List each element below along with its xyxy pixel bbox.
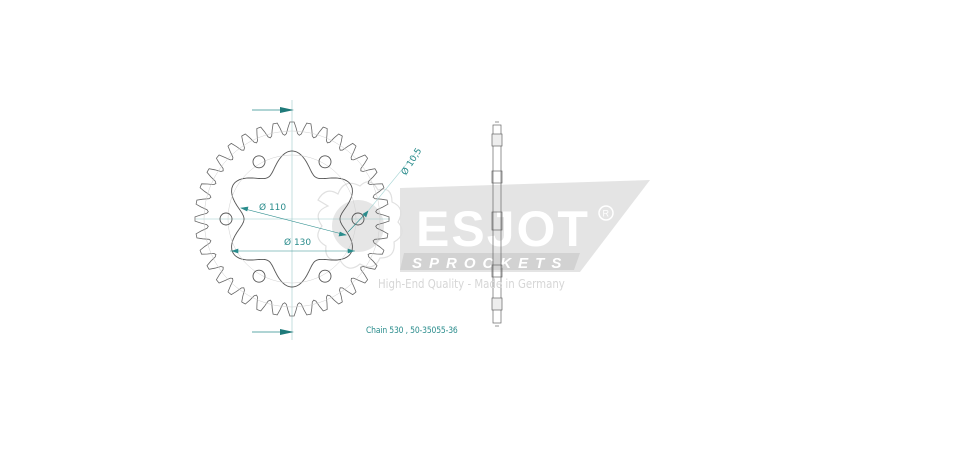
watermark-tagline: High-End Quality - Made in Germany xyxy=(378,277,565,291)
part-caption: Chain 530 , 50-35055-36 xyxy=(366,326,458,336)
svg-text:SPROCKETS: SPROCKETS xyxy=(412,255,568,272)
bolt-hole xyxy=(318,155,332,169)
bolt-hole xyxy=(351,212,365,226)
dimension-lines xyxy=(230,149,419,254)
section-arrows xyxy=(252,107,294,335)
bolt-hole xyxy=(318,269,332,283)
bolt-hole xyxy=(252,269,266,283)
centerlines xyxy=(196,100,390,340)
side-profile-view xyxy=(491,121,503,327)
center-bore xyxy=(227,150,357,288)
svg-text:ESJOT: ESJOT xyxy=(416,201,590,257)
bolt-hole xyxy=(219,212,233,226)
sprocket-teeth xyxy=(194,121,390,317)
svg-text:R: R xyxy=(603,209,610,219)
bolt-circle-dimension: Ø 110 xyxy=(259,203,287,213)
center-bore-dimension: Ø 130 xyxy=(284,238,312,248)
bolt-hole xyxy=(252,155,266,169)
bolt-holes xyxy=(219,155,365,283)
esjot-watermark: ESJOT R SPROCKETS xyxy=(317,180,650,272)
